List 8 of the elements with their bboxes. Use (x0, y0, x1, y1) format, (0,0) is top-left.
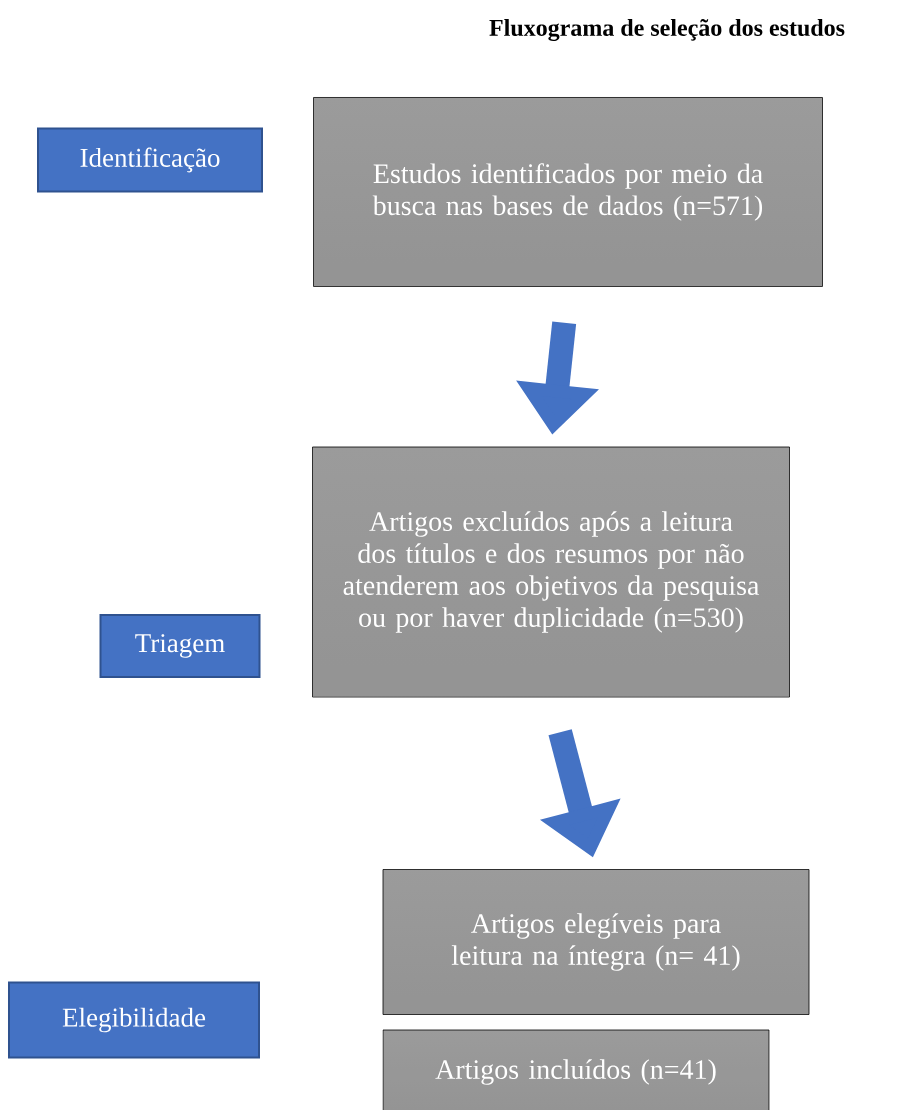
process-box: Artigos incluídos (n=41) (382, 1029, 770, 1110)
stage-label-box: Identificação (37, 127, 263, 193)
stage-label-box: Elegibilidade (8, 981, 260, 1059)
title: Fluxograma de seleção dos estudos (489, 19, 845, 41)
stage-label-box: Triagem (99, 614, 261, 678)
process-box: Artigos excluídos após a leitura dos títulos e dos resumos por não atenderem aos objetivos da pesquisa ou por haver duplicidade (n=530) (312, 446, 790, 698)
process-box: Estudos identificados por meio da busca nas bases de dados (n=571) (313, 97, 823, 287)
process-box: Artigos elegíveis para leitura na íntegra (n= 41) (382, 869, 810, 1015)
